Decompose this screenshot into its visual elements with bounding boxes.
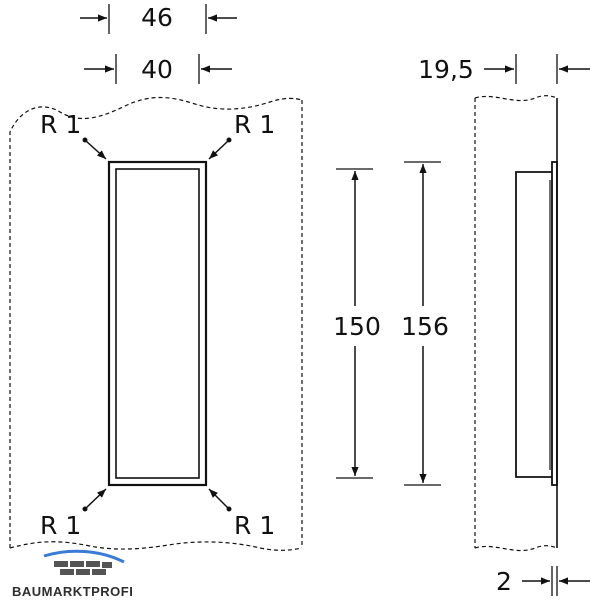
logo-bricks xyxy=(54,561,112,575)
side-recess-body xyxy=(515,171,552,478)
dimension-2: 2 xyxy=(496,567,512,596)
radius-leader-top-right xyxy=(208,140,229,160)
radius-leader-top-left xyxy=(85,140,107,160)
logo-swoosh xyxy=(43,549,125,564)
radius-label-top-left: R 1 xyxy=(40,110,81,139)
handle-outer-frame xyxy=(107,160,208,487)
side-panel-bottom-break xyxy=(474,545,558,552)
panel-bottom-break xyxy=(9,541,303,551)
radius-leader-bottom-left xyxy=(85,488,107,509)
baumarktprofi-logo: BAUMARKTPROFI xyxy=(12,549,133,599)
side-panel-top-break xyxy=(474,95,558,102)
dimension-19-5: 19,5 xyxy=(418,55,474,84)
dimension-40: 40 xyxy=(141,55,173,84)
panel-break-outline xyxy=(9,96,303,548)
handle-inner-recess xyxy=(115,168,200,479)
radius-label-bottom-right: R 1 xyxy=(234,511,275,540)
dimension-156: 156 xyxy=(401,312,449,341)
front-view: 46 40 R 1 R 1 R 1 R 1 xyxy=(9,3,303,551)
radius-label-bottom-left: R 1 xyxy=(40,511,81,540)
radius-leader-bottom-right xyxy=(208,488,229,509)
side-flange xyxy=(551,161,558,486)
logo-text: BAUMARKTPROFI xyxy=(12,584,133,599)
radius-label-top-right: R 1 xyxy=(234,110,275,139)
height-dimensions: 150 156 xyxy=(333,161,449,486)
dimension-46: 46 xyxy=(141,3,173,32)
dimension-150: 150 xyxy=(333,312,381,341)
side-view: 19,5 2 xyxy=(418,54,590,596)
